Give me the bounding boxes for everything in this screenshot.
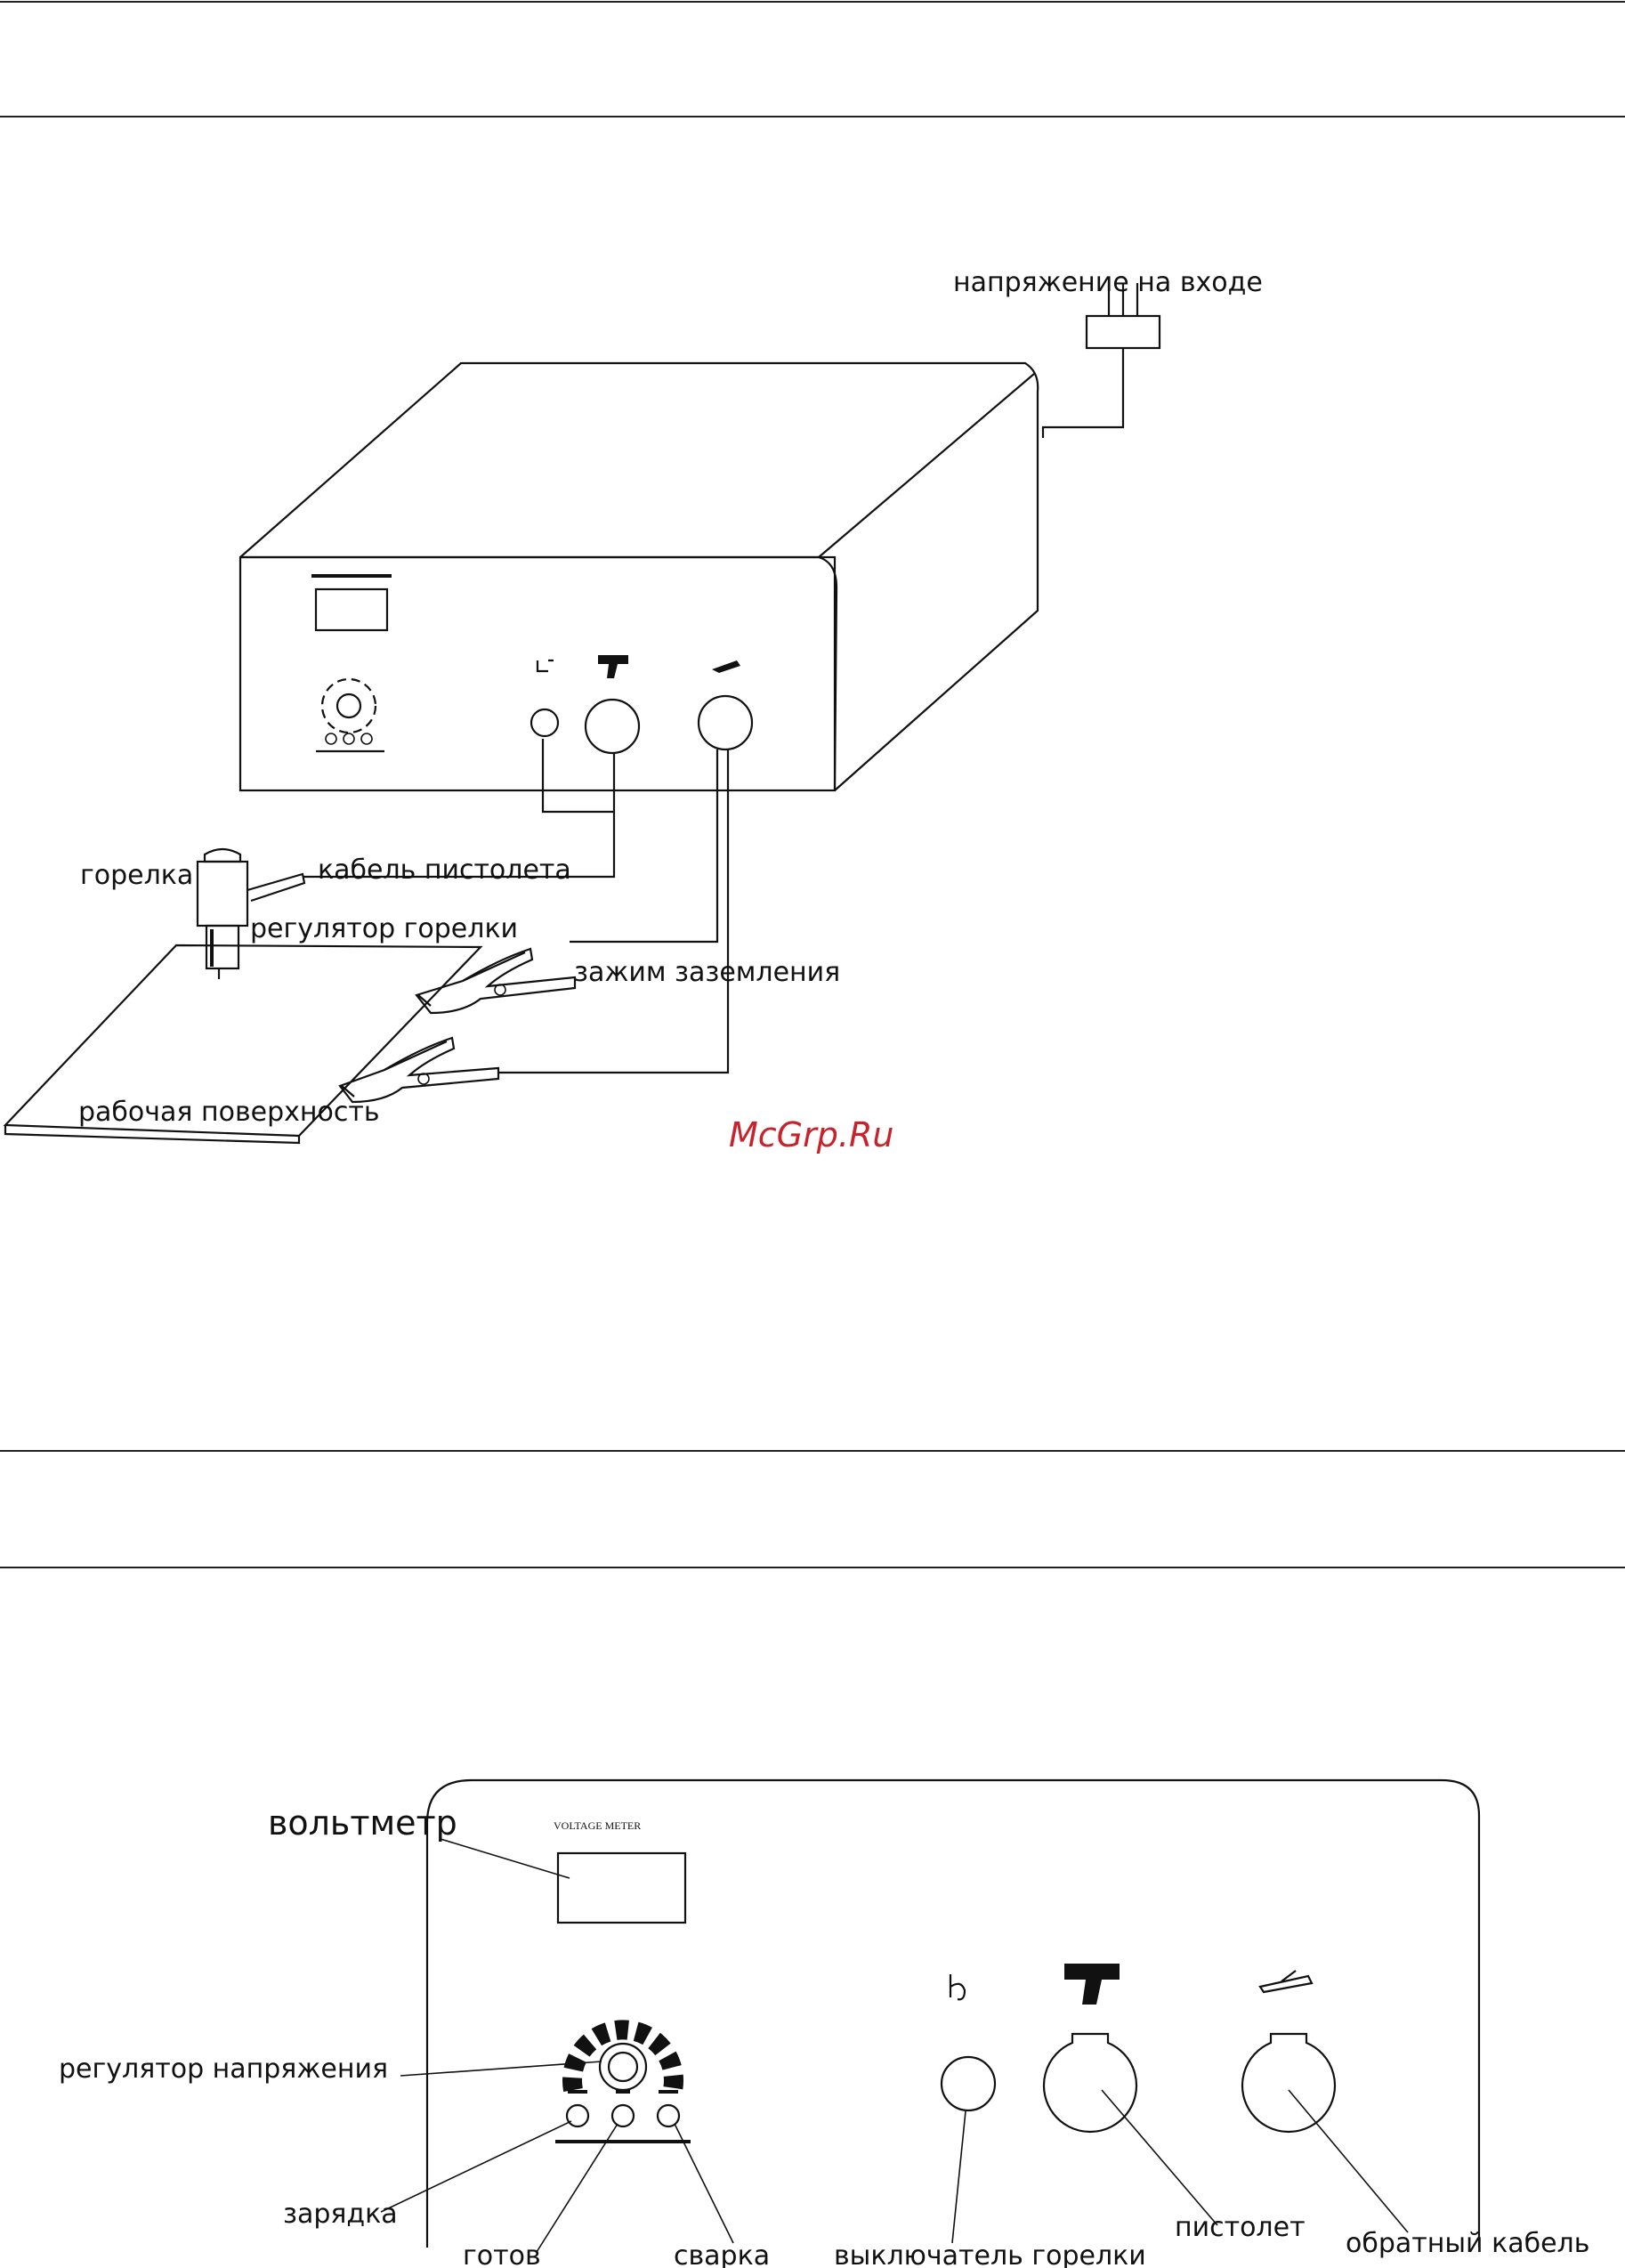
- voltage-regulator-knob: [568, 2029, 678, 2092]
- label-voltage-regulator: регулятор напряжения: [59, 2053, 388, 2085]
- return-socket: [699, 696, 752, 749]
- gun-socket: [586, 700, 639, 753]
- label-return-cable: обратный кабель: [1346, 2228, 1589, 2259]
- label-welding: сварка: [674, 2240, 770, 2268]
- power-plug: [1043, 283, 1160, 438]
- label-gun: пистолет: [1175, 2212, 1306, 2243]
- label-torch-regulator: регулятор горелки: [250, 913, 518, 944]
- return-socket-panel: [1242, 2034, 1335, 2132]
- label-torch: горелка: [80, 860, 193, 891]
- voltmeter-display: [558, 1853, 685, 1923]
- gun-icon-panel: [1064, 1964, 1120, 2005]
- gun-socket-panel: [1044, 2034, 1136, 2132]
- label-work-surface: рабочая поверхность: [78, 1097, 380, 1128]
- label-charging: зарядка: [283, 2199, 398, 2230]
- led-charging: [567, 2105, 588, 2126]
- gun-icon: [598, 655, 628, 678]
- clamp-icon-panel: [1260, 1971, 1312, 1992]
- label-torch-switch: выключатель горелки: [834, 2240, 1146, 2268]
- welder-box: [240, 363, 1038, 790]
- led-welding: [658, 2105, 679, 2126]
- torch-switch-socket-panel: [942, 2057, 995, 2110]
- clamp-icon: [712, 660, 740, 673]
- figure-front-panel: VOLTAGE METER: [59, 1780, 1589, 2268]
- ground-cable-1: [570, 749, 717, 942]
- label-ground-clamp: зажим заземления: [574, 957, 840, 988]
- section-rules: [0, 2, 1625, 1567]
- label-ready: готов: [463, 2240, 541, 2268]
- figure-connection-diagram: напряжение на входе горелка кабель писто…: [5, 267, 1263, 1154]
- box-regulator-knob: [316, 679, 384, 751]
- ground-clamp-1: [416, 949, 575, 1013]
- label-input-voltage: напряжение на входе: [953, 267, 1263, 298]
- label-voltmeter: вольтметр: [268, 1803, 457, 1843]
- torch-switch-socket: [531, 709, 558, 736]
- torch-switch-cable: [543, 739, 614, 812]
- led-ready: [612, 2105, 634, 2126]
- watermark: McGrp.Ru: [729, 1115, 893, 1154]
- switch-icon: [538, 660, 554, 671]
- torch-switch-icon: [950, 1974, 965, 1999]
- panel-voltage-meter-text: VOLTAGE METER: [554, 1819, 641, 1832]
- label-gun-cable: кабель пистолета: [318, 855, 571, 886]
